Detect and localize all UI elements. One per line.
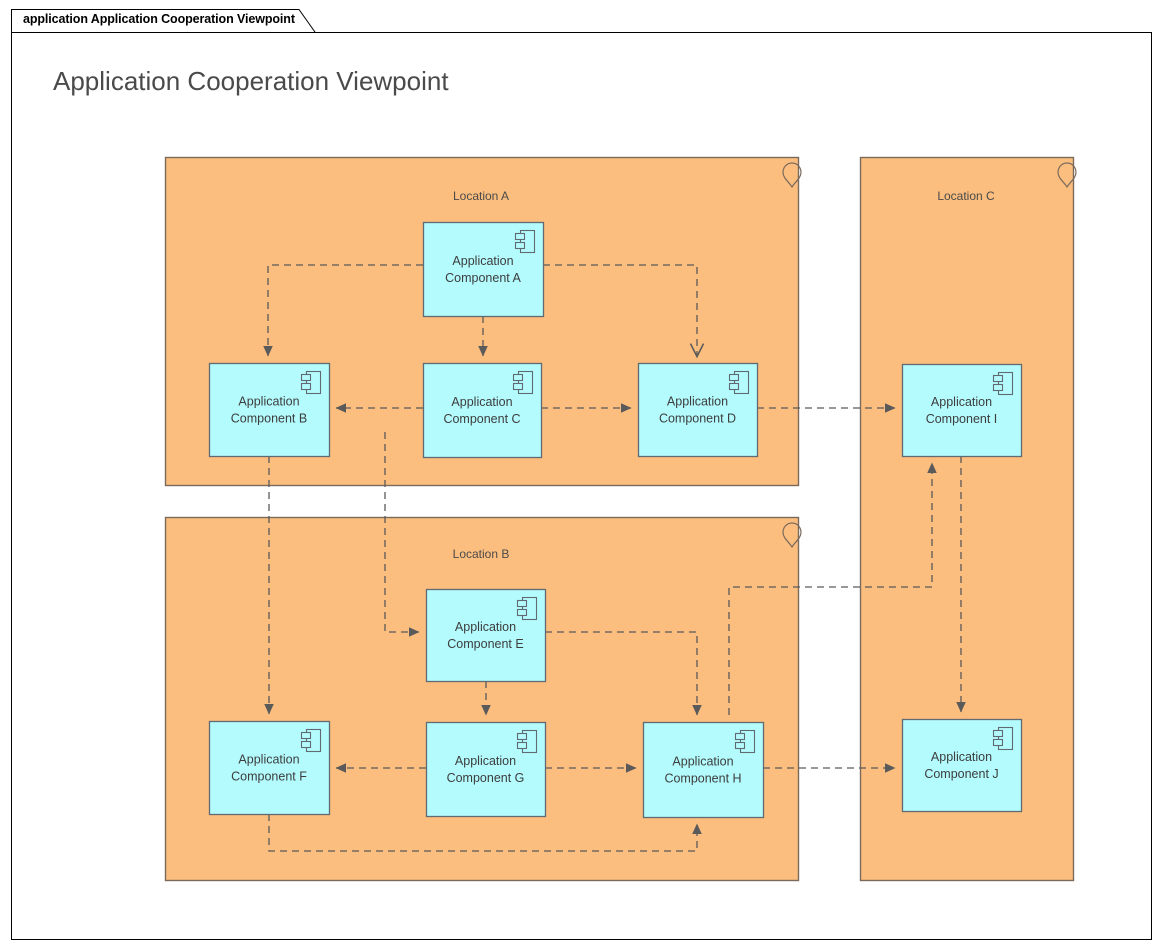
- relation-e-to-h[interactable]: [545, 631, 702, 716]
- component-label-line2: Component G: [447, 771, 525, 785]
- relation-c-to-e[interactable]: [384, 432, 420, 637]
- component-body: [642, 721, 765, 819]
- location-pin-icon: [1057, 162, 1077, 189]
- component-label-line1: Application: [451, 395, 512, 409]
- location-label: Location C: [937, 189, 995, 203]
- uml-component-icon: [300, 728, 322, 753]
- component-label-line1: Application: [452, 254, 513, 268]
- relation-f-to-h[interactable]: [268, 814, 702, 852]
- component-label-line1: Application: [672, 755, 733, 769]
- component-label-line2: Component D: [659, 412, 736, 426]
- diagram-title: Application Cooperation Viewpoint: [53, 66, 449, 96]
- location-body: [164, 516, 800, 882]
- component-label-line2: Component A: [445, 271, 521, 285]
- uml-component-icon: [516, 596, 538, 621]
- uml-component-icon: [514, 229, 536, 254]
- component-label-line2: Component J: [924, 767, 998, 781]
- relation-a-to-b[interactable]: [263, 264, 423, 357]
- location-label: Location A: [453, 189, 509, 203]
- relation-h-to-i[interactable]: [728, 462, 937, 715]
- component-label-line2: Component B: [231, 412, 307, 426]
- uml-component-icon: [300, 370, 322, 395]
- uml-component-icon: [992, 371, 1014, 396]
- tab-label[interactable]: application Application Cooperation View…: [23, 12, 295, 26]
- component-label-line1: Application: [455, 620, 516, 634]
- relations-layer: [263, 264, 966, 852]
- location-pin-icon: [782, 522, 802, 549]
- uml-component-icon: [516, 729, 538, 754]
- component-body: [637, 362, 759, 458]
- component-label-line1: Application: [455, 754, 516, 768]
- relation-a-to-d[interactable]: [543, 264, 697, 356]
- uml-component-icon: [992, 726, 1014, 751]
- uml-component-icon: [512, 370, 534, 395]
- component-label-line2: Component E: [447, 637, 523, 651]
- component-label-line2: Component F: [231, 770, 307, 784]
- location-container-b[interactable]: Location B: [164, 516, 802, 882]
- component-label-line1: Application: [931, 750, 992, 764]
- component-label-line1: Application: [238, 753, 299, 767]
- location-pin-icon: [782, 162, 802, 189]
- component-body: [901, 363, 1023, 458]
- component-label-line1: Application: [931, 395, 992, 409]
- uml-component-icon: [728, 370, 750, 395]
- component-label-line1: Application: [238, 395, 299, 409]
- location-label: Location B: [453, 547, 510, 561]
- component-label-line2: Component H: [664, 772, 741, 786]
- uml-component-icon: [734, 729, 756, 754]
- editor-tab-bar: application Application Cooperation View…: [11, 9, 1153, 34]
- component-label-line2: Component C: [443, 412, 520, 426]
- component-label-line1: Application: [667, 395, 728, 409]
- component-label-line2: Component I: [926, 412, 998, 426]
